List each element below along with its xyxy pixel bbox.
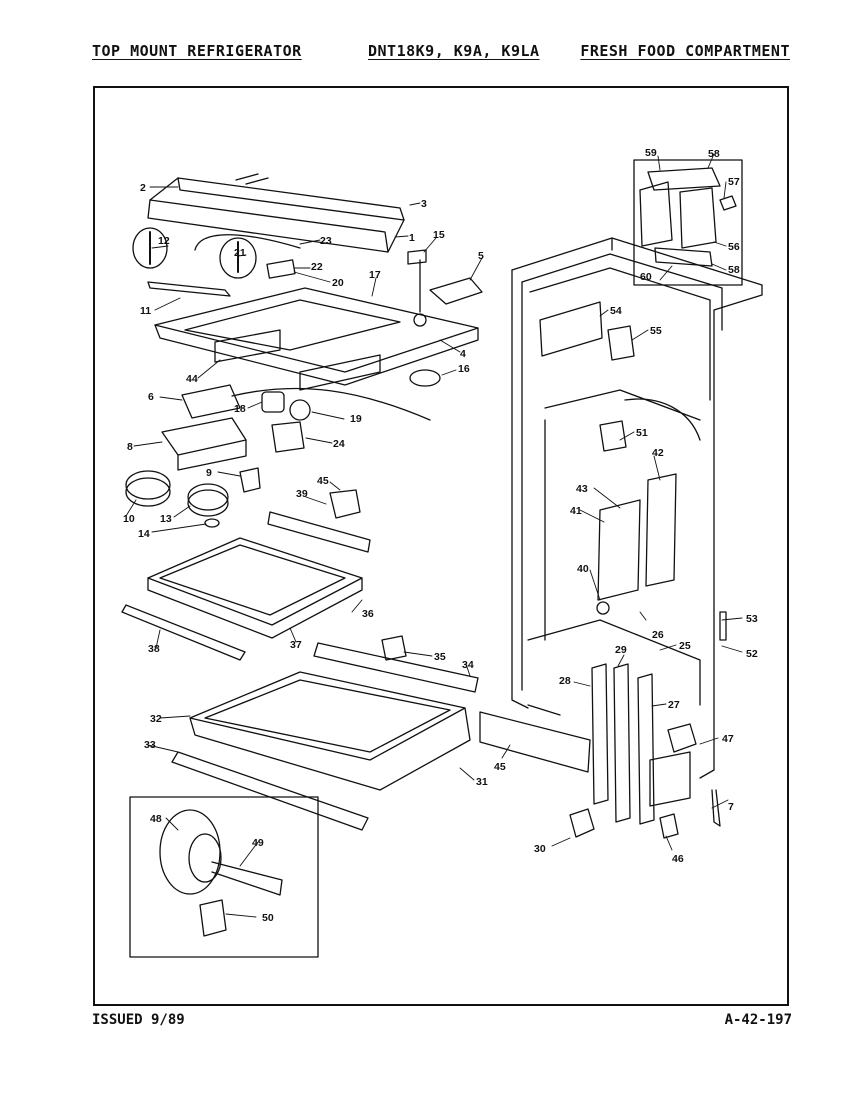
diagram-frame [93,86,789,1006]
callout-28: 28 [559,675,571,687]
callout-24: 24 [333,438,345,450]
callout-14: 14 [138,528,150,540]
callout-45-bottom: 45 [494,761,506,773]
callout-17: 17 [369,269,381,281]
callout-36: 36 [362,608,374,620]
dial-knobs [125,470,229,528]
callout-11: 11 [140,305,151,317]
callout-22: 22 [311,261,323,273]
callout-30: 30 [534,843,546,855]
lower-shelf [171,635,479,831]
callout-20: 20 [332,277,344,289]
callout-45-top: 45 [317,475,329,487]
callout-6: 6 [148,391,154,403]
callout-52: 52 [746,648,758,660]
issued-date: ISSUED 9/89 [92,1012,185,1028]
callout-26: 26 [652,629,664,641]
callout-34: 34 [462,659,474,671]
callout-35: 35 [434,651,446,663]
callout-37: 37 [290,639,302,651]
callout-21: 21 [234,247,246,259]
callout-18: 18 [234,403,246,415]
callout-31: 31 [476,776,488,788]
callout-3: 3 [421,198,427,210]
switch-15 [407,249,427,265]
cabinet-liner [511,237,763,779]
control-knob-21 [194,234,301,279]
model-numbers: DNT18K9, K9A, K9LA [368,42,540,60]
callout-38: 38 [148,643,160,655]
callout-42: 42 [652,447,664,459]
callout-4: 4 [460,348,466,360]
callout-40: 40 [577,563,589,575]
control-knob-12 [132,227,231,297]
upper-shelf [121,489,371,661]
callout-9: 9 [206,467,212,479]
callout-58-top: 58 [708,148,720,160]
callout-16: 16 [458,363,470,375]
diagram-title: TOP MOUNT REFRIGERATOR [92,42,302,60]
section-title: FRESH FOOD COMPARTMENT [580,42,790,60]
callout-47: 47 [722,733,734,745]
dairy-door-inset [633,159,743,286]
callout-7: 7 [728,801,734,813]
top-trim-bar [147,173,405,253]
light-lens-20 [266,259,296,279]
callout-25: 25 [679,640,691,652]
page-code: A-42-197 [724,1012,792,1028]
callout-23: 23 [320,235,332,247]
callout-39: 39 [296,488,308,500]
grommet-16 [409,369,441,387]
callout-55: 55 [650,325,662,337]
shelf-brackets [479,611,727,839]
callout-13: 13 [160,513,172,525]
callout-46: 46 [672,853,684,865]
damper-5 [429,277,483,305]
callout-49: 49 [252,837,264,849]
callout-29: 29 [615,644,627,656]
callout-1: 1 [409,232,415,244]
callout-51: 51 [636,427,648,439]
callout-41: 41 [570,505,582,517]
callout-5: 5 [478,250,484,262]
callout-43: 43 [576,483,588,495]
thermostat-assembly [161,384,431,493]
callout-33: 33 [144,739,156,751]
caster-inset [129,796,319,958]
callout-54: 54 [610,305,622,317]
callout-32: 32 [150,713,162,725]
callout-56: 56 [728,241,740,253]
leader-lines [125,153,743,918]
callout-15: 15 [433,229,445,241]
callout-53: 53 [746,613,758,625]
callout-59: 59 [645,147,657,159]
callout-48: 48 [150,813,162,825]
callout-50: 50 [262,912,274,924]
callout-58-bottom: 58 [728,264,740,276]
callout-2: 2 [140,182,146,194]
callout-44: 44 [186,373,198,385]
callout-12: 12 [158,235,170,247]
callout-labels: 2 3 1 12 23 21 15 22 5 20 17 11 4 44 16 … [123,147,758,924]
callout-60: 60 [640,271,652,283]
callout-10: 10 [123,513,135,525]
callout-57: 57 [728,176,740,188]
control-housing [154,259,479,391]
callout-8: 8 [127,441,133,453]
callout-27: 27 [668,699,680,711]
callout-19: 19 [350,413,362,425]
